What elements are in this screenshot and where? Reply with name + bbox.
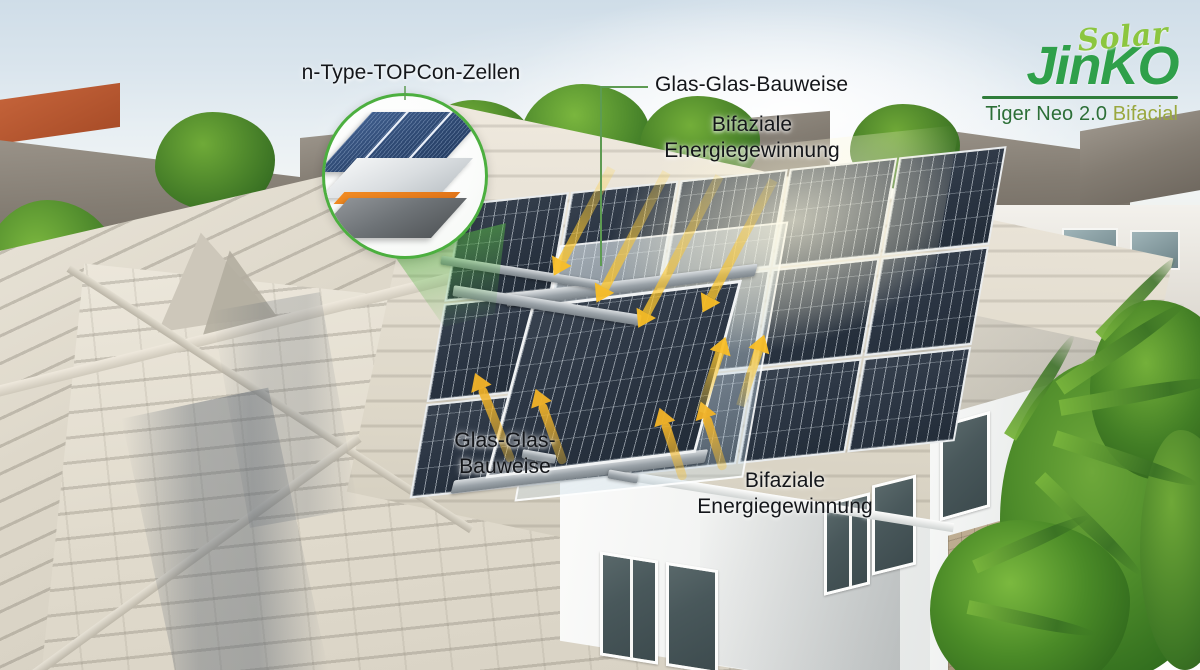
label-glass-glass-bottom: Glas-Glas- Bauweise: [454, 429, 556, 478]
distant-roof-terracotta: [0, 82, 120, 146]
solar-panel-mid-5[interactable]: [864, 246, 989, 357]
solar-panel-lower-5[interactable]: [847, 346, 972, 453]
facade-window-2: [666, 561, 718, 670]
leader-line-cell-tech: [404, 86, 406, 100]
logo-company-name: JinKO: [1026, 36, 1179, 96]
tagline-model: Tiger Neo 2.0: [985, 102, 1108, 125]
solar-panel-upper-5[interactable]: [881, 146, 1007, 256]
label-cell-technology: n-Type-TOPCon-Zellen: [301, 61, 521, 84]
jinko-solar-logo: Solar JinKO Tiger Neo 2.0 Bifacial: [948, 16, 1180, 126]
facade-window-1: [600, 551, 658, 665]
cell-layer-bottom-backsheet: [325, 198, 468, 238]
label-bifacial-top: Bifaziale Energiegewinnung: [664, 113, 840, 162]
cell-technology-callout: [322, 93, 488, 259]
label-bifacial-bottom: Bifaziale Energiegewinnung: [697, 469, 873, 518]
window-mullion: [630, 559, 633, 658]
tagline-bifacial: Bifacial: [1112, 102, 1178, 125]
label-glass-glass-top: Glas-Glas-Bauweise: [655, 73, 849, 96]
logo-underline-rule: [982, 95, 1178, 99]
leader-line-glass-horizontal: [600, 86, 648, 88]
cell-stack-graphic: [325, 112, 485, 242]
solar-panel-upper-4[interactable]: [772, 157, 898, 268]
leader-line-glass-vertical: [600, 86, 602, 266]
product-tagline: Tiger Neo 2.0 Bifacial: [948, 103, 1178, 126]
